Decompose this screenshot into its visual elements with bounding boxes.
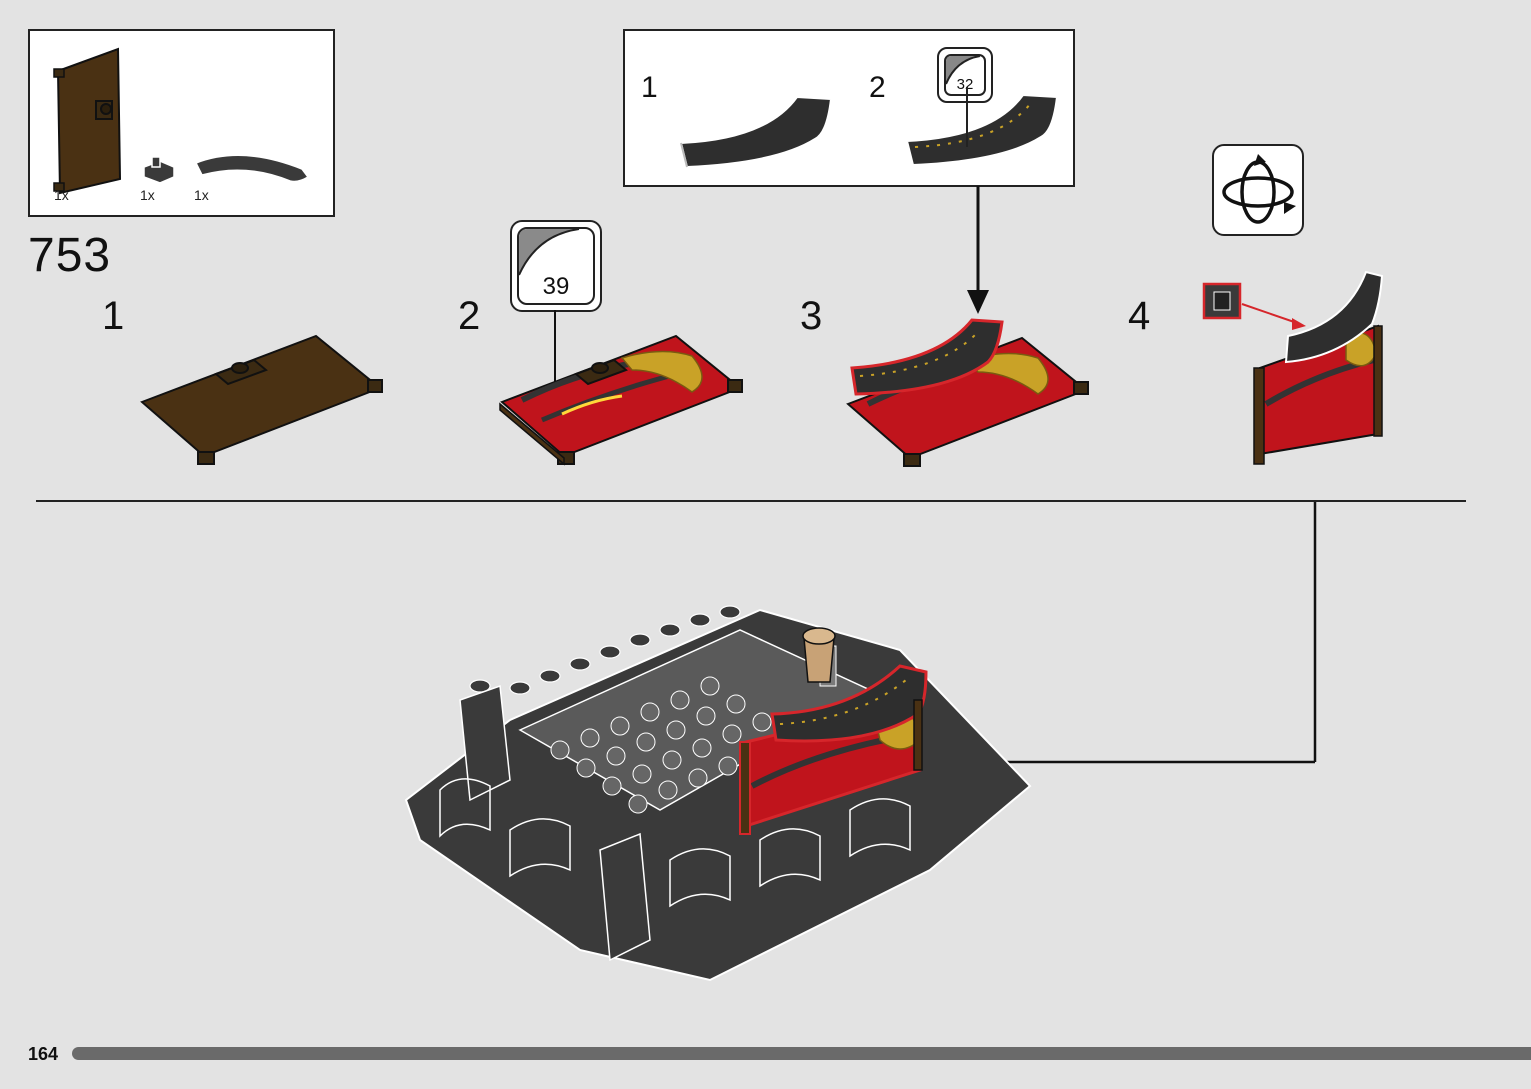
- curved-arch-tile-part: [192, 149, 312, 189]
- substep-3-panel-with-arch: [838, 312, 1098, 472]
- step-number: 753: [28, 228, 111, 283]
- substep-2-sticker-sheet: 39: [510, 220, 602, 312]
- callout-step-1-label: 1: [641, 71, 658, 105]
- substep-4-label: 4: [1128, 294, 1150, 339]
- callout-box: 1 2 32: [623, 29, 1075, 187]
- parts-list-box: 1x 1x 1x: [28, 29, 335, 217]
- part-qty-3: 1x: [194, 187, 209, 203]
- brown-door-panel-part: [50, 45, 130, 195]
- substep-2-label: 2: [458, 294, 480, 339]
- substep-2-sticker-number: 39: [519, 273, 593, 301]
- substep-2-decorated-panel: [492, 330, 752, 470]
- callout-curved-tile-stickered: [903, 91, 1063, 171]
- clip-plate-part: [140, 155, 180, 185]
- page-number: 164: [28, 1044, 58, 1065]
- substep-1-label: 1: [102, 294, 124, 339]
- part-qty-1: 1x: [54, 187, 69, 203]
- rotate-arrows-icon: [1214, 146, 1306, 238]
- substep-4-upright-panel: [1196, 264, 1396, 474]
- main-model-assembly: [400, 590, 1060, 990]
- part-qty-2: 1x: [140, 187, 155, 203]
- callout-step-2-label: 2: [869, 71, 886, 105]
- callout-curved-tile-plain: [677, 93, 837, 173]
- rotate-model-icon: [1212, 144, 1304, 236]
- substep-3-label: 3: [800, 294, 822, 339]
- substep-1-brown-panel: [132, 330, 392, 470]
- callout-arrow: [964, 186, 994, 326]
- page-progress-bar: [72, 1047, 1531, 1060]
